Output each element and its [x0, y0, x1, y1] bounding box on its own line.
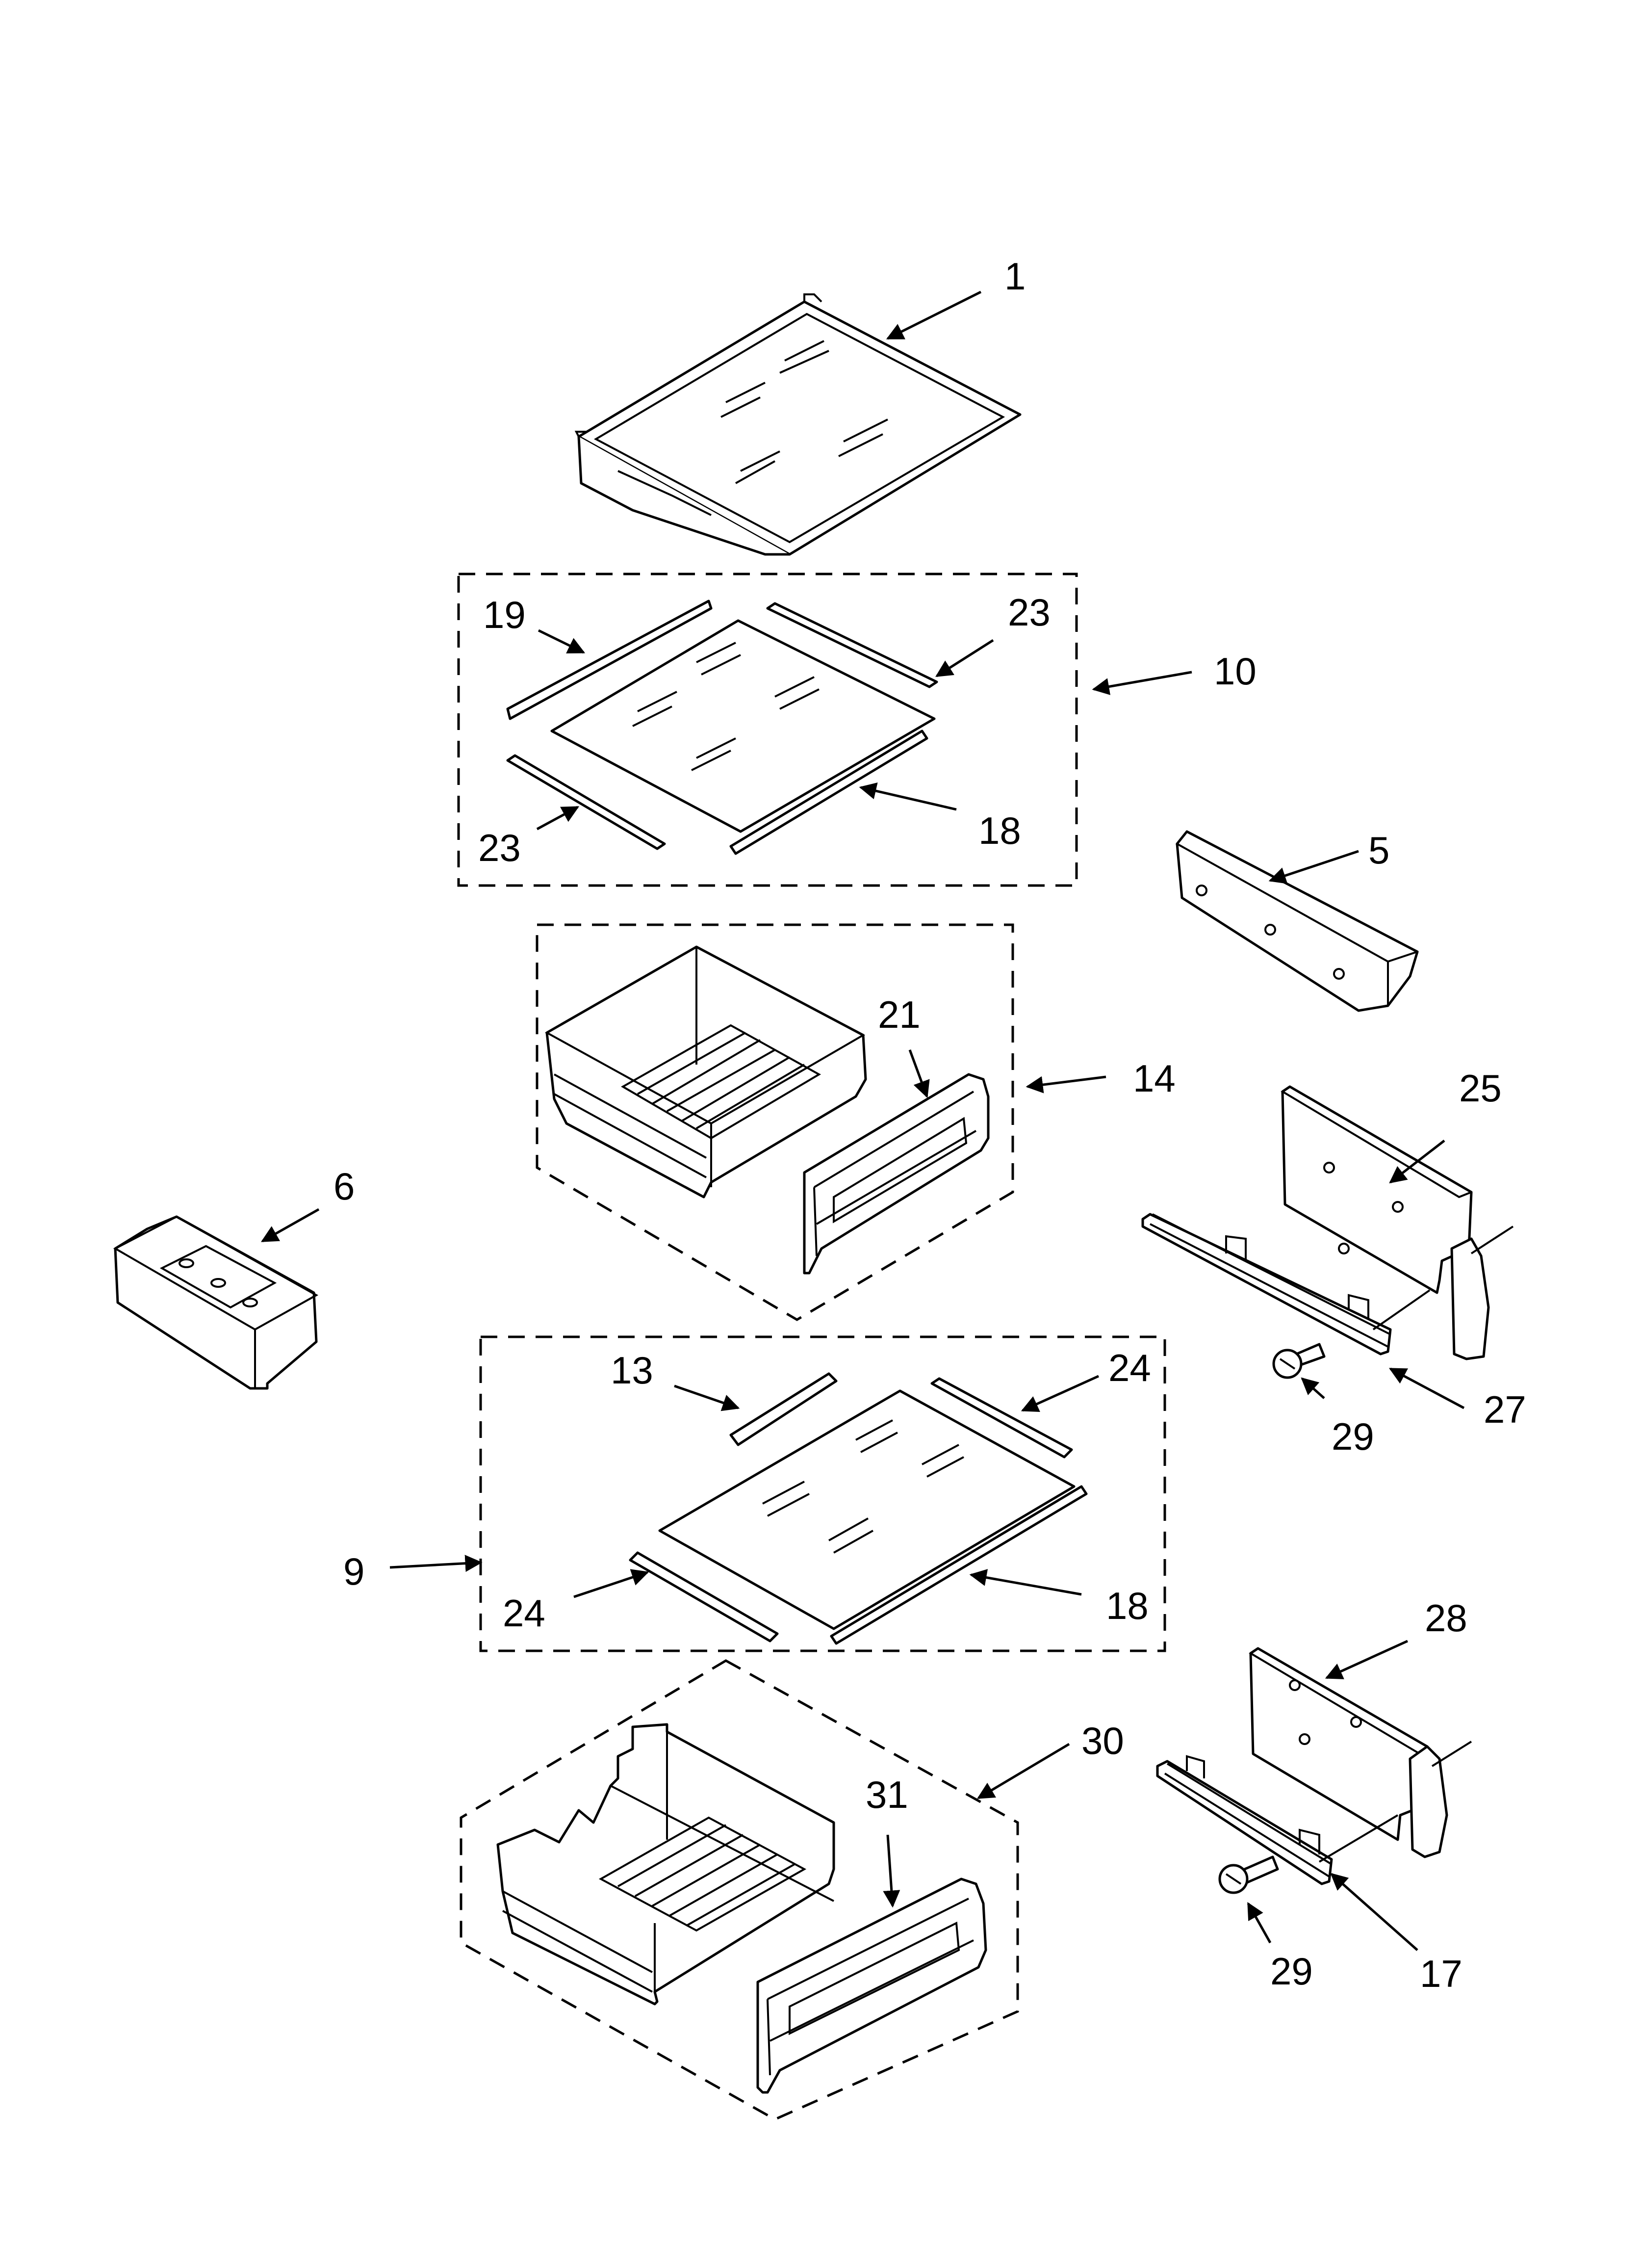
callout-23: 23	[478, 826, 521, 869]
part-25-bracket-cover	[1281, 1085, 1514, 1360]
part-18-trim	[729, 730, 928, 855]
callout-13: 13	[611, 1349, 653, 1392]
part-28-bracket-cover	[1249, 1647, 1472, 1858]
callout-19: 19	[483, 593, 526, 636]
callout-9: 9	[343, 1550, 364, 1593]
group-30-outline	[460, 1659, 1019, 2121]
part-30-crisper-drawer	[496, 1723, 835, 2006]
part-19-trim	[506, 600, 713, 720]
callout-21: 21	[878, 993, 921, 1036]
group-9-outline	[479, 1335, 1166, 1652]
part-29-screw-bottom	[1218, 1855, 1279, 1894]
callout-25: 25	[1459, 1067, 1502, 1110]
part-17-slide-rail	[1156, 1755, 1399, 1885]
callout-5: 5	[1368, 829, 1389, 872]
callout-17: 17	[1420, 1952, 1462, 1995]
callout-18: 18	[978, 809, 1021, 852]
callout-29: 29	[1270, 1950, 1313, 1993]
part-27-slide-rail	[1141, 1213, 1431, 1356]
callout-1: 1	[1004, 255, 1026, 298]
part-24-trim-top	[930, 1377, 1073, 1459]
callout-30: 30	[1081, 1719, 1124, 1762]
part-5-bracket	[1175, 830, 1419, 1012]
callout-24: 24	[1108, 1346, 1151, 1389]
callout-14: 14	[1133, 1057, 1176, 1100]
callout-10: 10	[1214, 650, 1257, 693]
part-23-trim-top	[766, 602, 938, 688]
part-13-trim	[729, 1372, 838, 1446]
part-31-drawer-front	[756, 1877, 987, 2094]
part-14-crisper-drawer	[544, 945, 867, 1199]
part-29-screw-top	[1272, 1343, 1326, 1379]
group-10-outline	[457, 573, 1078, 887]
part-24-trim-bottom	[629, 1551, 779, 1642]
part-1-shelf-assembly	[574, 293, 1022, 556]
callouts: 1 19 23 10 23 18 5 21 14 6 25 13 24 29 2…	[334, 255, 1526, 1995]
leader-lines	[260, 290, 1465, 1951]
callout-29: 29	[1332, 1415, 1374, 1458]
part-9-glass-shelf	[658, 1389, 1076, 1630]
callout-27: 27	[1484, 1388, 1526, 1431]
callout-24: 24	[503, 1591, 545, 1635]
part-18-trim-lower	[830, 1485, 1088, 1645]
callout-28: 28	[1425, 1596, 1467, 1640]
part-6-bin	[113, 1215, 319, 1390]
callout-18: 18	[1106, 1584, 1149, 1627]
part-10-glass-shelf	[550, 619, 936, 833]
callout-6: 6	[334, 1165, 355, 1208]
part-23-trim-bottom	[506, 754, 666, 850]
callout-23: 23	[1008, 591, 1051, 634]
group-14-outline	[536, 923, 1014, 1321]
part-21-drawer-front	[803, 1073, 990, 1275]
callout-31: 31	[866, 1773, 908, 1816]
